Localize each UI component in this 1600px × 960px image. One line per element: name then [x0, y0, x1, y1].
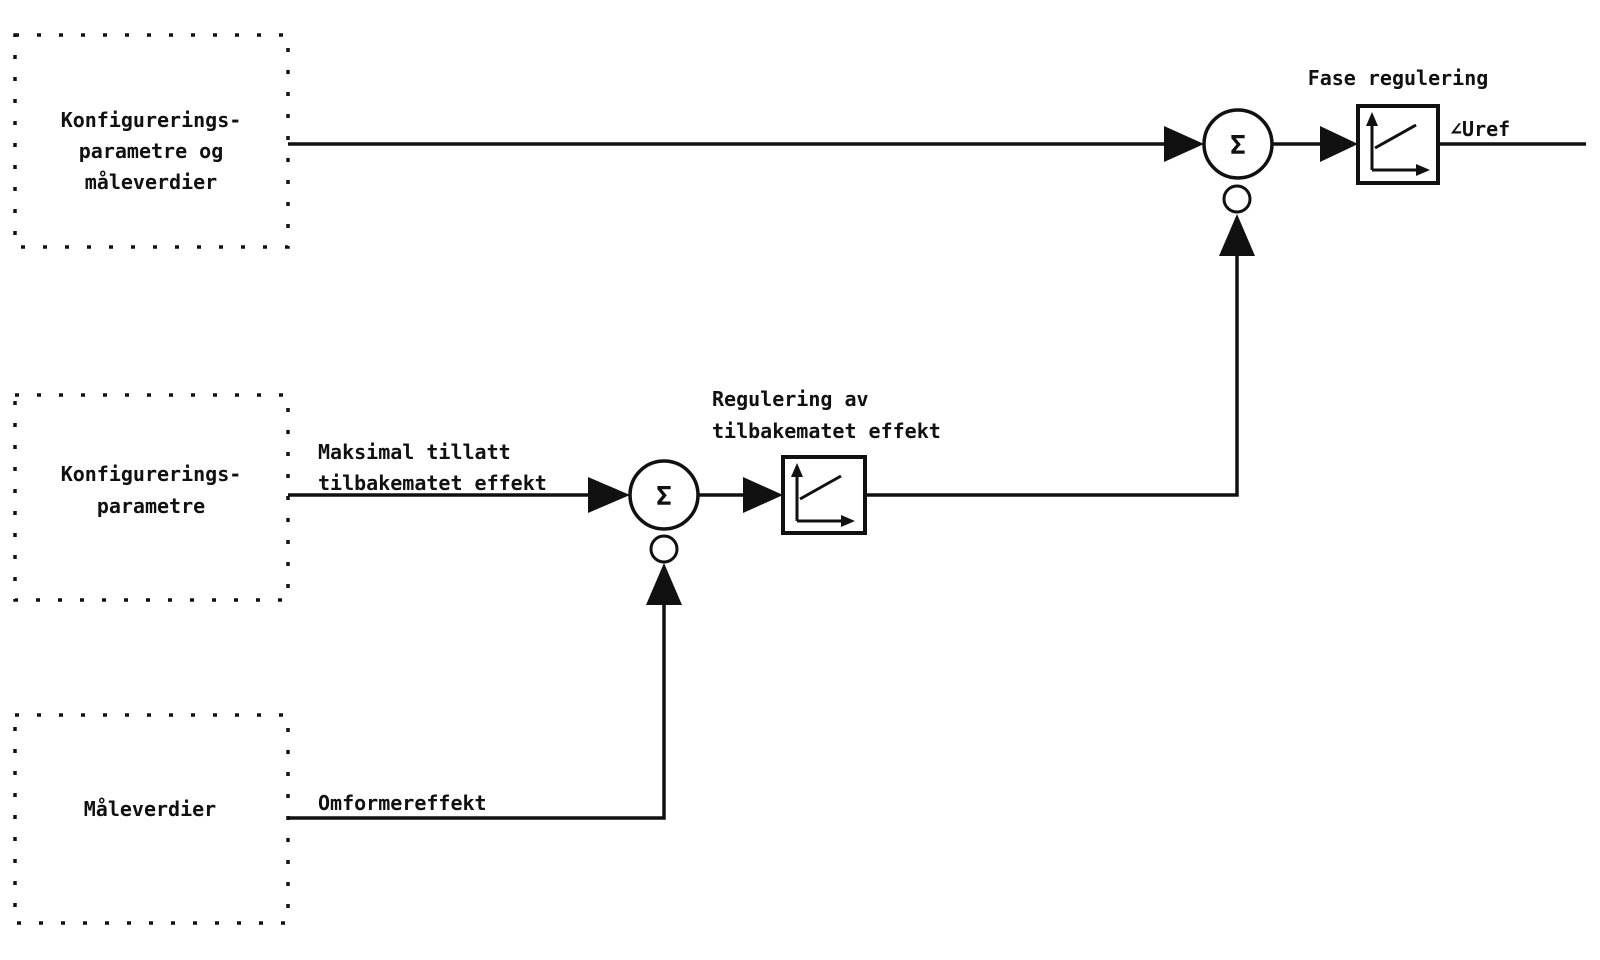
block-title-line1: Regulering av: [712, 387, 869, 411]
max-allowed-power-label-line2: tilbakematet effekt: [318, 471, 547, 495]
sum-junction-2: Σ: [628, 459, 700, 564]
block-title-line2: tilbakematet effekt: [712, 419, 941, 443]
regulator-characteristic-icon: [791, 463, 855, 527]
negate-input-circle: [1222, 184, 1252, 214]
source-box-config-and-measurements: Konfigurerings- parametre og måleverdier: [13, 33, 290, 249]
dashed-box-border: [13, 393, 290, 602]
arrow-up-icon: [646, 563, 682, 605]
box-label-line: måleverdier: [85, 170, 217, 194]
max-allowed-power-label-line1: Maksimal tillatt: [318, 440, 511, 464]
signal-line-regulator-to-sum1: [865, 256, 1239, 497]
source-box-measurements: Måleverdier: [13, 713, 290, 925]
converter-power-label: Omformereffekt: [318, 791, 487, 815]
uref-output-label: ∠Uref: [1450, 117, 1510, 141]
sum-junction-1: Σ: [1202, 108, 1274, 214]
arrow-right-icon: [1320, 126, 1358, 162]
block-title: Fase regulering: [1308, 66, 1489, 90]
box-label-line: Konfigurerings-: [61, 462, 242, 486]
box-label-line: parametre og: [79, 139, 224, 163]
box-label-line: parametre: [97, 494, 205, 518]
negate-input-circle: [649, 534, 679, 564]
arrow-right-icon: [743, 477, 783, 513]
arrow-up-icon: [1219, 214, 1255, 256]
arrow-right-icon: [588, 477, 630, 513]
source-box-config-parameters: Konfigurerings- parametre: [13, 393, 290, 602]
tilbakematet-effekt-regulator-block: Regulering av tilbakematet effekt: [712, 387, 941, 535]
box-label-line: Måleverdier: [84, 797, 216, 821]
signal-line-converterpower-to-sum2: [288, 605, 666, 820]
arrow-right-icon: [1164, 126, 1204, 162]
box-label-line: Konfigurerings-: [61, 108, 242, 132]
sigma-symbol: Σ: [656, 482, 672, 512]
regulator-characteristic-icon: [1366, 112, 1430, 176]
sigma-symbol: Σ: [1230, 131, 1246, 161]
